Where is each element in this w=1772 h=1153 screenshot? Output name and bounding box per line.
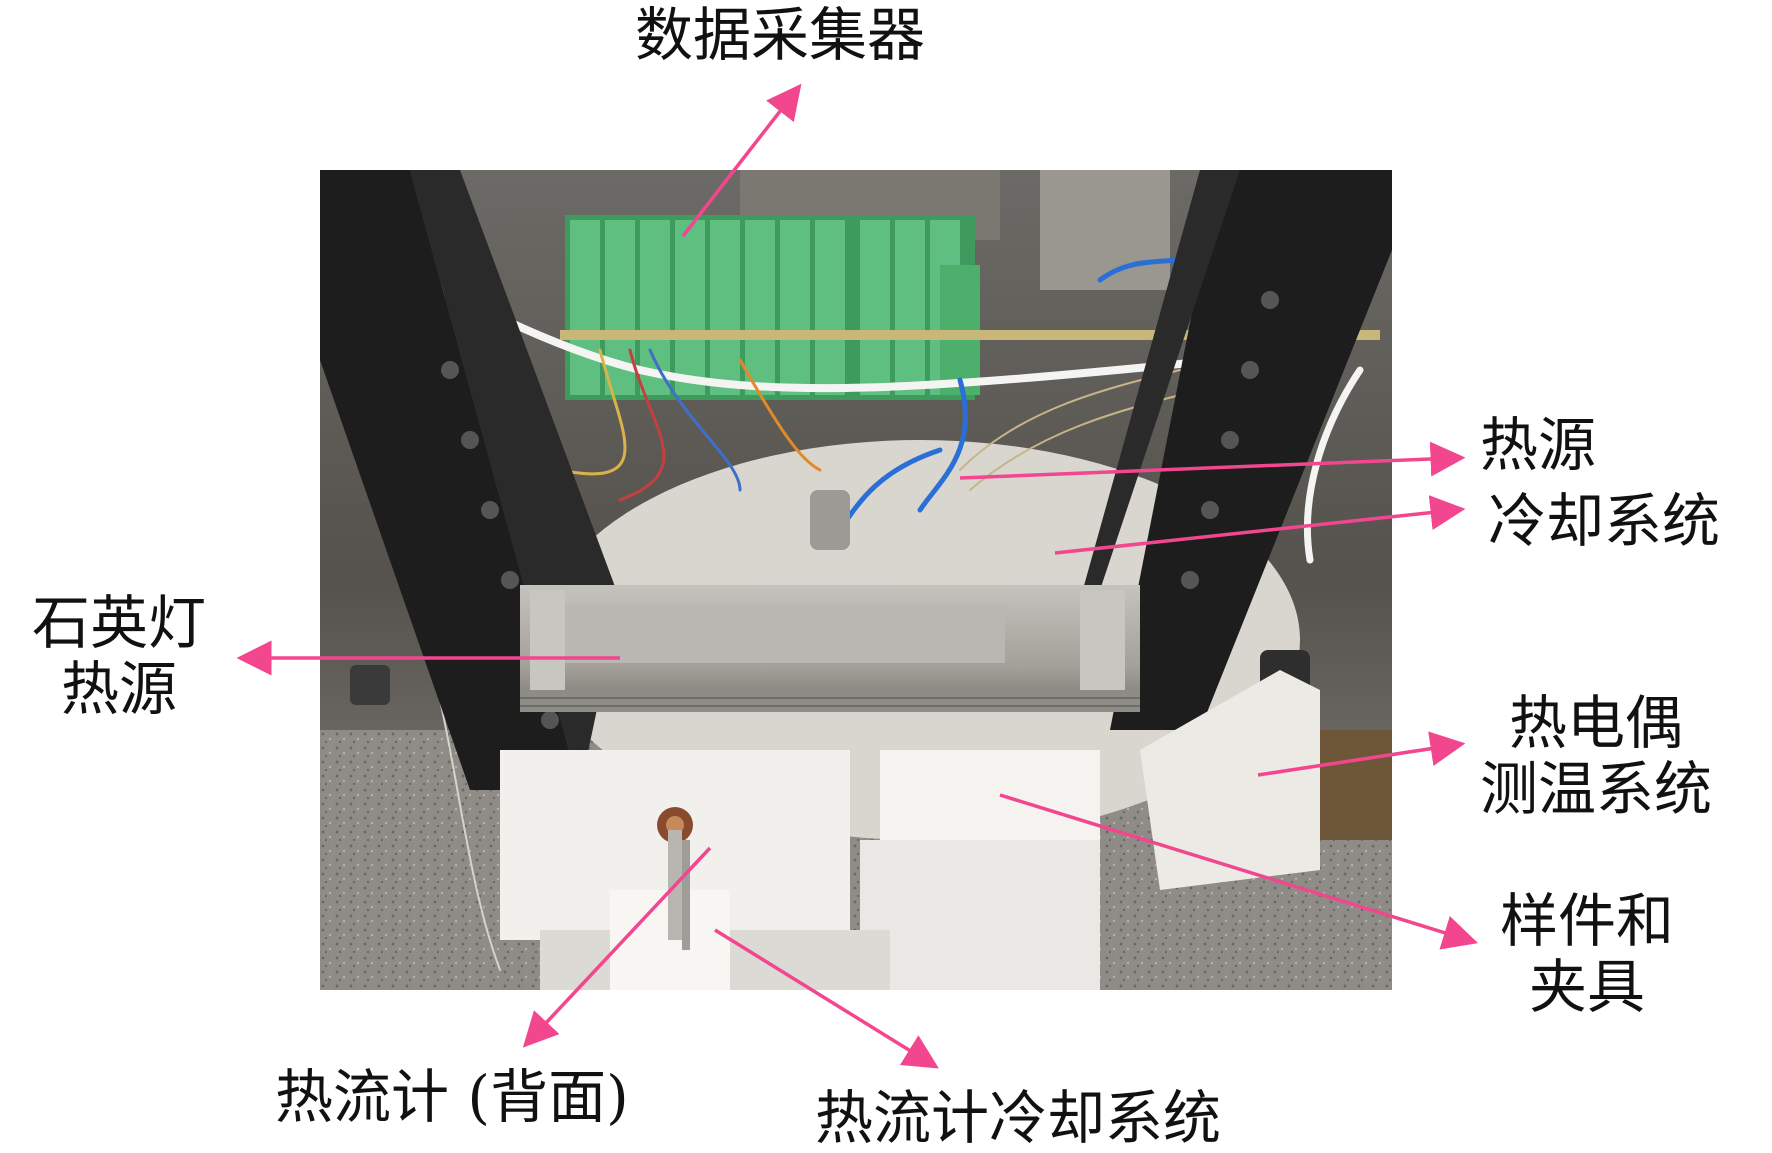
quartz-lamp <box>520 585 1140 712</box>
arrow-thermocouple <box>1257 731 1466 777</box>
label-heat-source-cooling: 热源 <box>1480 412 1596 478</box>
label-heat-source: 热源 <box>1480 411 1597 479</box>
connector <box>810 490 850 550</box>
arrow-heat-flux-meter <box>522 846 712 1048</box>
daq-modules <box>560 215 1380 400</box>
arrow-heat-source-cooling <box>959 441 1466 480</box>
experiment-photo <box>320 170 1392 990</box>
label-thermocouple: 热电偶 测温系统 <box>1480 689 1713 823</box>
label-cooling-system: 冷却系统 <box>1488 487 1721 555</box>
label-heat-flux-cooling: 热流计冷却系统 <box>815 1084 1222 1152</box>
label-sample-fixture: 样件和 夹具 <box>1500 887 1675 1021</box>
label-daq: 数据采集器 <box>635 1 926 69</box>
arrow-daq <box>681 83 802 238</box>
arrow-sample-fixture <box>999 793 1479 950</box>
insulation-blocks <box>500 670 1320 990</box>
arrow-heat-flux-cooling <box>714 928 939 1069</box>
arrow-cooling-system <box>1054 495 1466 555</box>
label-heat-flux-meter: 热流计 (背面) <box>275 1063 629 1131</box>
label-quartz-lamp: 石英灯 热源 <box>32 589 207 723</box>
